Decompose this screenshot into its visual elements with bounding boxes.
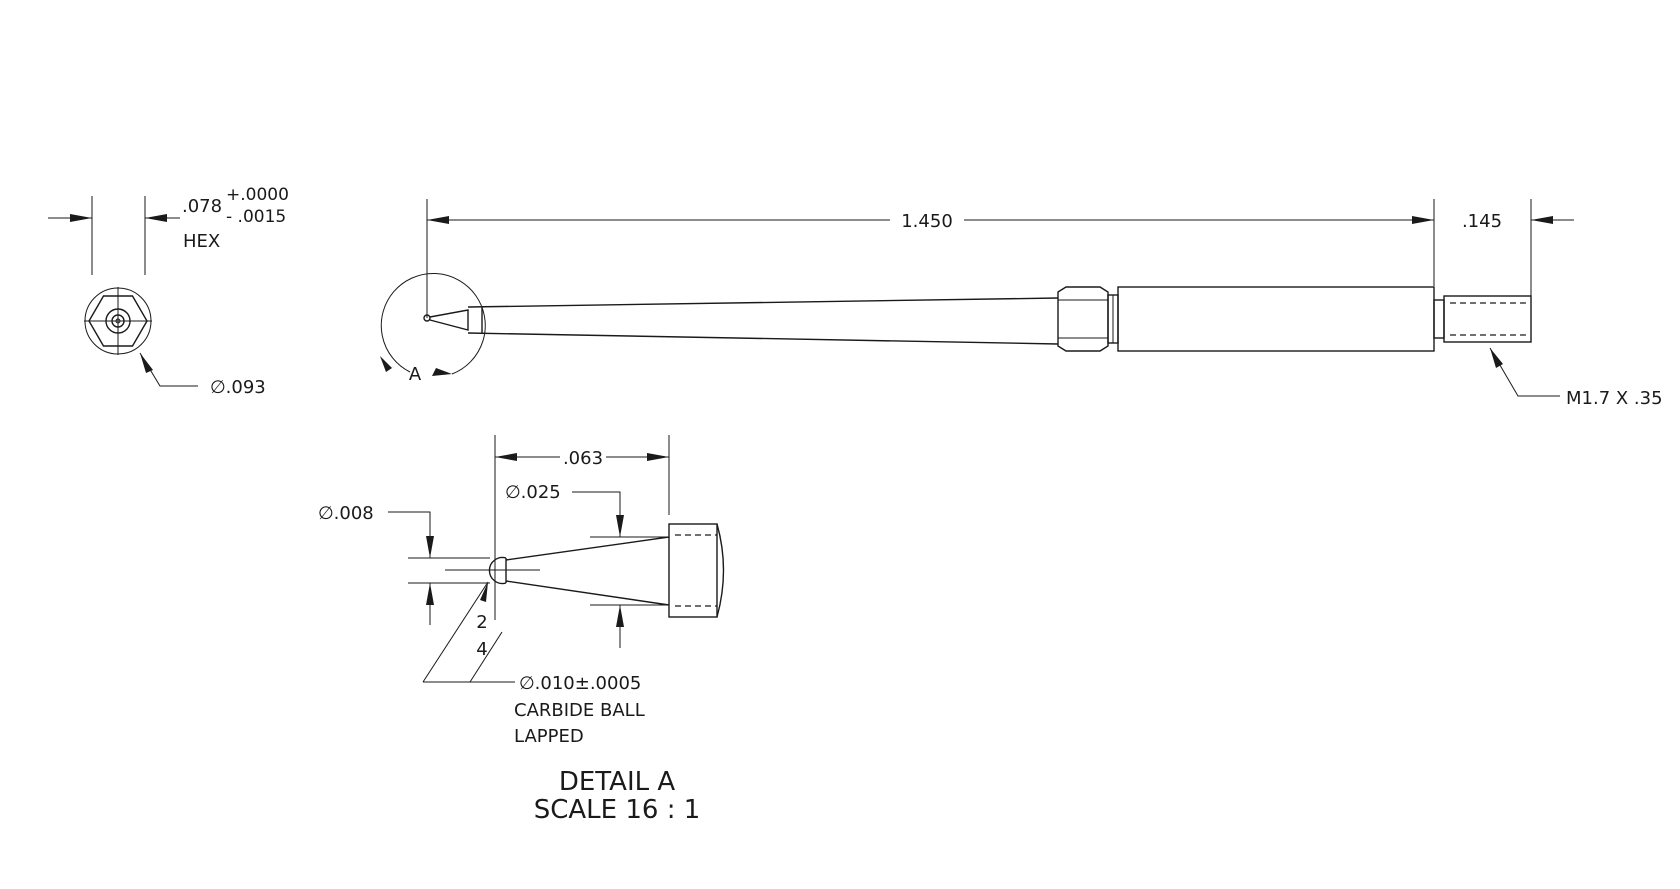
angle-number-bottom: 4 (476, 639, 487, 660)
hex-diameter-dimension: ∅.093 (210, 377, 266, 398)
ball-material: CARBIDE BALL (514, 700, 645, 721)
hex-tolerance-plus: +.0000 (226, 185, 289, 205)
detail-marker: A (409, 364, 422, 385)
detail-title: DETAIL A (559, 767, 676, 797)
detail-view: .063 ∅.025 ∅.008 2 4 (318, 435, 725, 825)
hex-across-dimension: .078 (182, 196, 222, 217)
shank-diameter-dimension: ∅.025 (505, 482, 561, 503)
ball-finish: LAPPED (514, 726, 584, 747)
detail-scale: SCALE 16 : 1 (534, 795, 701, 825)
thread-length-dimension: .145 (1462, 211, 1502, 232)
hex-tolerance-minus: - .0015 (226, 207, 286, 227)
end-view: .078 +.0000 - .0015 HEX ∅.093 (48, 185, 289, 398)
overall-length-dimension: 1.450 (901, 211, 953, 232)
tip-diameter-dimension: ∅.008 (318, 503, 374, 524)
thread-spec: M1.7 X .35 (1566, 388, 1663, 409)
ball-spec: ∅.010±.0005 (519, 673, 641, 694)
angle-number-top: 2 (476, 612, 487, 633)
hex-label: HEX (183, 231, 220, 252)
detail-length-dimension: .063 (563, 448, 603, 469)
side-view: 1.450 .145 A M1.7 X .35 (380, 199, 1663, 409)
